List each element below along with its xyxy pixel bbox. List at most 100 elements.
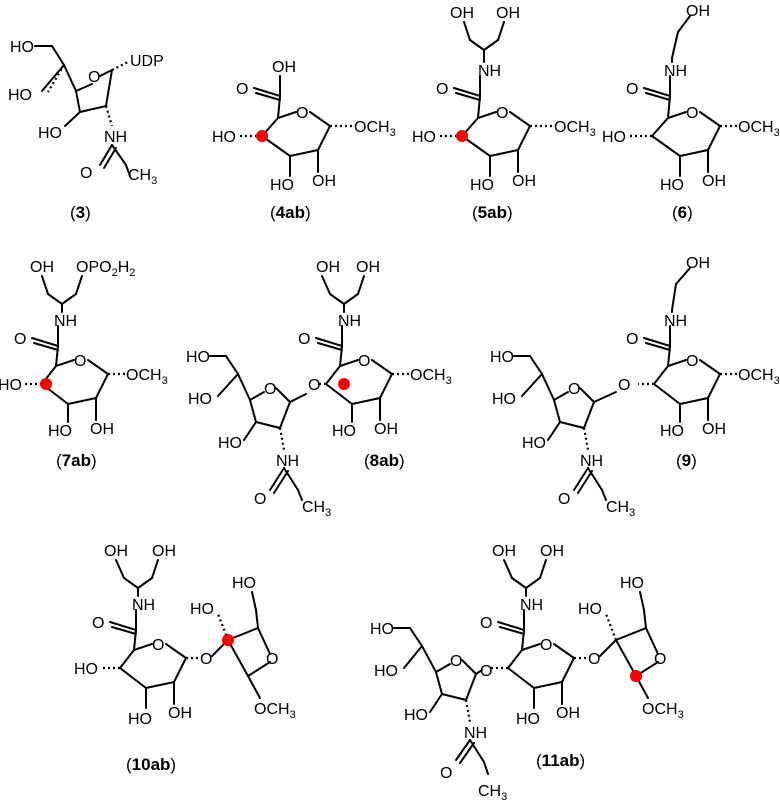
- label: OH: [702, 421, 726, 438]
- label: O: [686, 353, 698, 370]
- stereocenter-marker: [456, 130, 468, 142]
- stereocenter-marker: [630, 670, 642, 682]
- label: O: [540, 637, 552, 654]
- label: O: [296, 105, 308, 122]
- label: O: [618, 377, 630, 394]
- label: OCH3: [738, 119, 780, 139]
- compound-6: OH NH O O HO OCH3 HO OH: [602, 3, 780, 194]
- label: O: [92, 615, 104, 632]
- label: O: [568, 381, 580, 398]
- label: O: [558, 491, 570, 508]
- label: O: [254, 491, 266, 508]
- label: O: [358, 353, 370, 370]
- stereocenter-marker: [40, 378, 52, 390]
- compound-7ab: OH OPO2H2 NH O O HO OCH3 HO OH: [0, 259, 168, 440]
- label: HO: [522, 435, 546, 452]
- label: HO: [412, 129, 436, 146]
- label: O: [436, 81, 448, 98]
- label: HO: [218, 435, 242, 452]
- label: NH: [338, 313, 361, 330]
- label: O: [308, 377, 320, 394]
- label: OH: [30, 259, 54, 276]
- label: HO: [128, 711, 152, 728]
- label: O: [298, 331, 310, 348]
- caption-10ab: (10ab): [126, 755, 176, 774]
- label: HO: [660, 423, 684, 440]
- caption-4ab: (4ab): [270, 203, 311, 222]
- stereocenter-marker: [222, 634, 234, 646]
- label: OCH3: [354, 119, 396, 139]
- label: HO: [212, 129, 236, 146]
- label: OCH3: [254, 701, 296, 721]
- label: O: [74, 353, 86, 370]
- label: O: [480, 615, 492, 632]
- label: OCH3: [410, 367, 452, 387]
- label: O: [686, 105, 698, 122]
- label: HO: [492, 391, 516, 408]
- label: O: [450, 653, 462, 670]
- label: O: [88, 69, 100, 86]
- stereocenter-marker: [338, 378, 350, 390]
- caption-11ab: (11ab): [536, 751, 585, 770]
- label: CH3: [606, 499, 635, 519]
- label: HO: [38, 125, 62, 142]
- label: UDP: [130, 53, 164, 70]
- compound-4ab: OH O O HO OCH3 HO OH: [212, 59, 396, 194]
- label: OCH3: [642, 701, 684, 721]
- label: CH3: [478, 783, 507, 803]
- label: NH: [464, 725, 487, 742]
- label: O: [80, 165, 92, 182]
- label: OH: [356, 259, 380, 276]
- label: O: [626, 331, 638, 348]
- label: HO: [660, 177, 684, 194]
- label: HO: [602, 129, 626, 146]
- label: OH: [152, 543, 176, 560]
- stereocenter-marker: [256, 130, 268, 142]
- label: OH: [450, 5, 474, 22]
- label: HO: [190, 601, 214, 618]
- label: O: [152, 637, 164, 654]
- label: HO: [188, 391, 212, 408]
- label: OH: [272, 59, 296, 76]
- caption-3: (3): [70, 203, 91, 222]
- caption-5ab: (5ab): [472, 203, 513, 222]
- label: OH: [686, 3, 710, 20]
- label: O: [480, 663, 492, 680]
- compound-8ab: OH OH NH O O OCH3 HO OH HO HO O O HO NH …: [186, 259, 452, 519]
- label: NH: [520, 597, 543, 614]
- compound-3: HO HO HO O UDP NH O CH3: [8, 39, 164, 187]
- label: NH: [54, 313, 77, 330]
- caption-6: (6): [672, 203, 693, 222]
- compound-10ab: OH OH NH O O HO O HO OH HO HO O OCH3: [74, 543, 296, 728]
- label: NH: [664, 63, 687, 80]
- compound-9: OH NH O O OCH3 HO OH HO HO O O HO NH O C…: [490, 255, 780, 519]
- label: OH: [374, 421, 398, 438]
- label: OH: [556, 705, 580, 722]
- label: OPO2H2: [76, 259, 135, 279]
- label: NH: [104, 129, 127, 146]
- caption-7ab: (7ab): [56, 451, 97, 470]
- label: HO: [0, 377, 22, 394]
- label: NH: [580, 453, 603, 470]
- label: O: [440, 765, 452, 782]
- label: O: [626, 81, 638, 98]
- label: HO: [270, 177, 294, 194]
- label: HO: [48, 423, 72, 440]
- label: OH: [540, 543, 564, 560]
- label: O: [200, 651, 212, 668]
- label: CH3: [302, 499, 331, 519]
- label: OCH3: [738, 367, 780, 387]
- label: OH: [702, 173, 726, 190]
- label: OH: [312, 173, 336, 190]
- label: OH: [104, 543, 128, 560]
- label: HO: [578, 601, 602, 618]
- label: NH: [276, 453, 299, 470]
- label: HO: [186, 349, 210, 366]
- label: OCH3: [126, 367, 168, 387]
- label: OH: [686, 255, 710, 272]
- label: OH: [168, 705, 192, 722]
- label: OH: [496, 5, 520, 22]
- caption-8ab: (8ab): [364, 451, 405, 470]
- label: CH3: [128, 167, 157, 187]
